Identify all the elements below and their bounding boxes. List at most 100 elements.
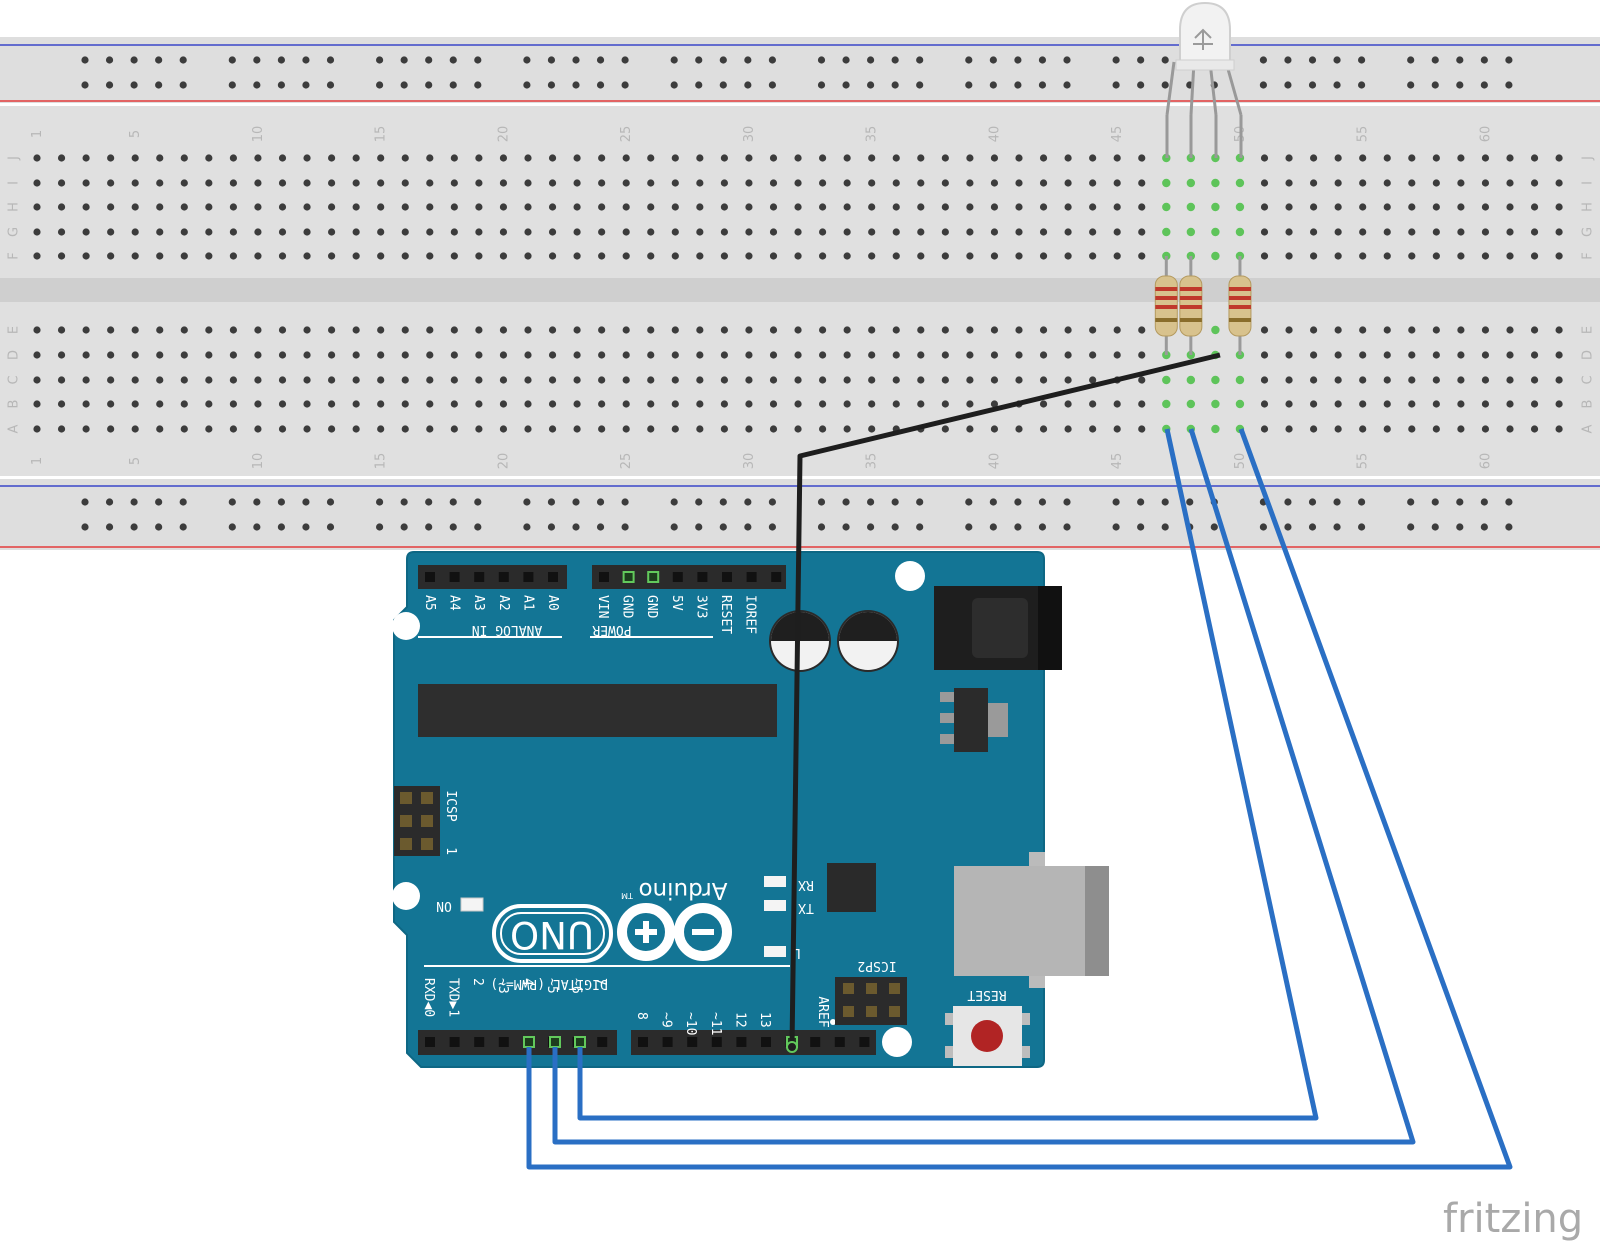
breadboard-hole bbox=[1162, 227, 1171, 237]
breadboard-hole bbox=[1358, 81, 1366, 89]
breadboard-hole bbox=[1162, 178, 1171, 188]
breadboard-hole bbox=[156, 252, 164, 260]
breadboard-hole bbox=[499, 154, 508, 162]
breadboard-hole bbox=[107, 154, 115, 162]
breadboard-hole bbox=[130, 81, 138, 89]
breadboard-hole bbox=[401, 425, 409, 433]
breadboard-hole bbox=[328, 400, 336, 408]
breadboard-hole bbox=[794, 425, 802, 433]
breadboard-hole bbox=[1112, 498, 1120, 506]
breadboard-hole bbox=[156, 425, 164, 433]
breadboard-hole bbox=[277, 56, 285, 64]
arduino-brand-text: Arduino bbox=[638, 877, 727, 903]
breadboard-hole bbox=[302, 498, 310, 506]
breadboard-hole bbox=[131, 425, 139, 433]
connected-pin bbox=[574, 1036, 586, 1048]
breadboard-hole bbox=[57, 351, 66, 359]
breadboard-hole bbox=[131, 326, 139, 334]
breadboard-hole bbox=[82, 203, 90, 211]
breadboard-hole bbox=[1038, 498, 1047, 506]
header-pin bbox=[498, 572, 509, 582]
breadboard-hole bbox=[1112, 81, 1120, 89]
breadboard-hole bbox=[450, 154, 458, 162]
breadboard-hole bbox=[303, 179, 311, 187]
breadboard-hole bbox=[989, 498, 997, 506]
breadboard-hole bbox=[524, 376, 532, 384]
breadboard-hole bbox=[1284, 81, 1292, 89]
breadboard-hole bbox=[1235, 178, 1245, 188]
breadboard-hole bbox=[180, 400, 188, 408]
breadboard-hole bbox=[917, 203, 925, 211]
header-pin bbox=[746, 572, 757, 582]
breadboard-hole bbox=[205, 228, 213, 236]
breadboard-hole bbox=[1359, 179, 1367, 187]
breadboard-hole bbox=[1407, 523, 1415, 531]
breadboard-hole bbox=[1457, 376, 1465, 384]
atmega-chip bbox=[418, 684, 777, 737]
breadboard-hole bbox=[598, 203, 606, 211]
breadboard-hole bbox=[769, 203, 778, 211]
breadboard-hole bbox=[82, 326, 90, 334]
breadboard-hole bbox=[794, 400, 802, 408]
breadboard-hole bbox=[450, 179, 458, 187]
breadboard-hole bbox=[33, 326, 41, 334]
breadboard-hole bbox=[254, 154, 262, 162]
breadboard-hole bbox=[229, 326, 237, 334]
reset-button bbox=[945, 1006, 1030, 1066]
breadboard-hole bbox=[965, 523, 973, 531]
breadboard-hole bbox=[254, 228, 262, 236]
breadboard-hole bbox=[1138, 179, 1146, 187]
breadboard-hole bbox=[1285, 351, 1293, 359]
breadboard-hole bbox=[1089, 252, 1097, 260]
breadboard-hole bbox=[868, 179, 876, 187]
breadboard-hole bbox=[1138, 376, 1146, 384]
column-number: 35 bbox=[865, 126, 880, 143]
breadboard-hole bbox=[794, 326, 802, 334]
breadboard-hole bbox=[352, 228, 360, 236]
breadboard-hole bbox=[156, 326, 164, 334]
breadboard-hole bbox=[622, 376, 630, 384]
breadboard-hole bbox=[941, 425, 949, 433]
breadboard-hole bbox=[254, 376, 262, 384]
breadboard-hole bbox=[647, 400, 655, 408]
breadboard-hole bbox=[843, 326, 851, 334]
breadboard-hole bbox=[1137, 56, 1145, 64]
breadboard-hole bbox=[82, 228, 90, 236]
breadboard-hole bbox=[229, 179, 237, 187]
breadboard-hole bbox=[1038, 523, 1047, 531]
breadboard-hole bbox=[671, 326, 679, 334]
breadboard-hole bbox=[1308, 81, 1317, 89]
breadboard-hole bbox=[499, 376, 508, 384]
breadboard-hole bbox=[1431, 56, 1439, 64]
breadboard-hole bbox=[1431, 498, 1439, 506]
breadboard-hole bbox=[1186, 202, 1196, 212]
breadboard-hole bbox=[1285, 376, 1293, 384]
breadboard-hole bbox=[499, 400, 508, 408]
breadboard-hole bbox=[1432, 351, 1440, 359]
breadboard-hole bbox=[57, 400, 66, 408]
breadboard-hole bbox=[596, 81, 605, 89]
breadboard-hole bbox=[1457, 252, 1465, 260]
breadboard-hole bbox=[1064, 154, 1072, 162]
breadboard-hole bbox=[1113, 252, 1121, 260]
breadboard-hole bbox=[352, 425, 360, 433]
breadboard-hole bbox=[941, 203, 949, 211]
breadboard-hole bbox=[696, 228, 704, 236]
breadboard-hole bbox=[1138, 252, 1146, 260]
breadboard-hole bbox=[1505, 56, 1513, 64]
icsp-header bbox=[394, 786, 440, 856]
breadboard-hole bbox=[1310, 400, 1318, 408]
breadboard-hole bbox=[1383, 326, 1391, 334]
breadboard-hole bbox=[1359, 376, 1367, 384]
row-letter: J bbox=[1581, 156, 1596, 161]
pin-label: 8 bbox=[634, 1012, 649, 1020]
breadboard-hole bbox=[1284, 56, 1292, 64]
breadboard-hole bbox=[524, 252, 532, 260]
breadboard-hole bbox=[278, 400, 287, 408]
column-number: 50 bbox=[1233, 453, 1248, 470]
breadboard-hole bbox=[768, 523, 777, 531]
fritzing-watermark: fritzing bbox=[1443, 1196, 1583, 1242]
breadboard-hole bbox=[156, 154, 164, 162]
breadboard-hole bbox=[1039, 203, 1048, 211]
breadboard-hole bbox=[426, 351, 434, 359]
